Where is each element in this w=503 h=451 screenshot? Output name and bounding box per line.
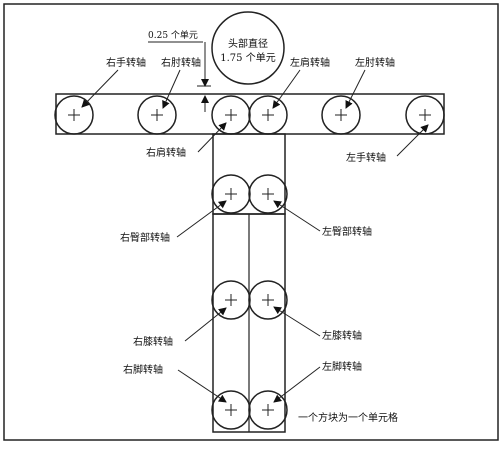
outer-border: [3, 3, 499, 441]
leader-right-wrist: [81, 69, 119, 108]
joint-right-shoulder: [211, 95, 251, 135]
label-left-ankle: 左脚转轴: [322, 360, 362, 373]
joint-left-shoulder: [248, 95, 288, 135]
head-diameter-label-2: 1.75 个单元: [220, 52, 275, 64]
label-right-wrist: 右手转轴: [106, 56, 146, 69]
leader-left-shoulder: [272, 69, 301, 109]
joint-left-knee: [248, 280, 288, 320]
leader-left-knee: [273, 306, 321, 337]
joint-right-knee: [211, 280, 251, 320]
joint-right-hip: [211, 174, 251, 214]
label-right-ankle: 右脚转轴: [123, 363, 163, 376]
leader-right-elbow: [162, 69, 181, 109]
joint-right-wrist: [54, 95, 94, 135]
leader-left-elbow: [345, 69, 366, 109]
leader-right-shoulder: [197, 122, 227, 153]
label-left-hip: 左臀部转轴: [322, 225, 372, 238]
label-left-knee: 左膝转轴: [322, 329, 362, 342]
leader-right-ankle: [177, 369, 227, 403]
leader-left-wrist: [396, 124, 429, 157]
joint-right-ankle: [211, 390, 251, 430]
joint-left-hip: [248, 174, 288, 214]
leader-right-knee: [184, 307, 227, 342]
leader-left-hip: [273, 200, 321, 232]
quarter-unit-label: 0.25 个单元: [148, 29, 198, 41]
label-left-shoulder: 左肩转轴: [290, 56, 330, 69]
label-left-wrist: 左手转轴: [346, 151, 386, 164]
joint-left-elbow: [321, 95, 361, 135]
leader-right-hip: [176, 200, 227, 238]
label-left-elbow: 左肘转轴: [355, 56, 395, 69]
label-right-elbow: 右肘转轴: [161, 56, 201, 69]
leader-left-ankle: [273, 366, 321, 403]
joint-right-elbow: [137, 95, 177, 135]
label-right-knee: 右膝转轴: [133, 335, 173, 348]
grid-note: 一个方块为一个单元格: [298, 411, 398, 424]
label-right-hip: 右臀部转轴: [120, 231, 170, 244]
head-diameter-label-1: 头部直径: [228, 37, 268, 50]
joint-left-wrist: [405, 95, 445, 135]
label-right-shoulder: 右肩转轴: [146, 146, 186, 159]
joint-left-ankle: [248, 390, 288, 430]
head-circle: [211, 11, 285, 85]
